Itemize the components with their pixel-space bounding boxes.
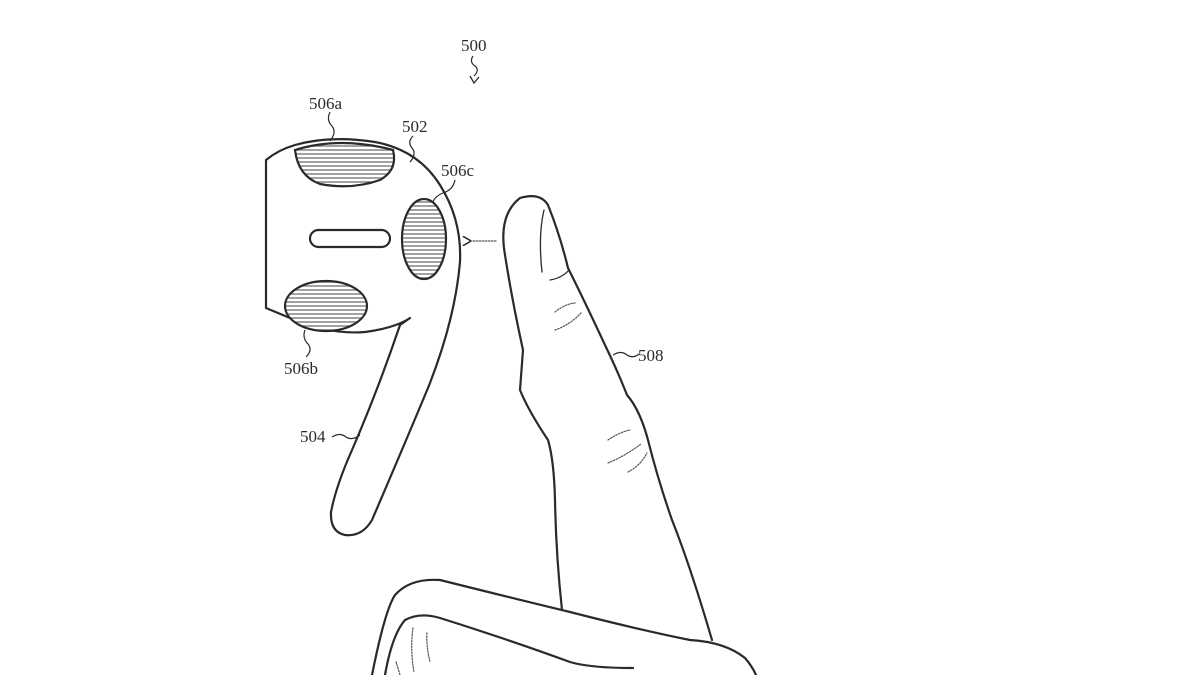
figure-leader-arrow: [469, 55, 480, 85]
leader-506b: [303, 329, 311, 358]
label-figure-number: 500: [461, 36, 487, 55]
label-sensor-c: 506c: [441, 161, 475, 180]
sensor-506b: [283, 279, 369, 333]
sensor-506a: [293, 141, 396, 188]
label-finger: 508: [638, 346, 664, 365]
earbud-housing: [264, 138, 462, 537]
label-sensor-a: 506a: [309, 94, 343, 113]
leader-506c: [432, 179, 456, 203]
leader-506a: [327, 111, 335, 142]
sensor-506c: [400, 197, 448, 281]
finger: [502, 195, 714, 642]
leader-502: [409, 135, 415, 163]
label-earbud-housing: 502: [402, 117, 428, 136]
label-stem: 504: [300, 427, 326, 446]
leader-504: [331, 433, 361, 440]
hand: [370, 578, 758, 677]
label-sensor-b: 506b: [284, 359, 318, 378]
leader-508: [612, 351, 640, 358]
speaker-slot: [308, 228, 392, 249]
